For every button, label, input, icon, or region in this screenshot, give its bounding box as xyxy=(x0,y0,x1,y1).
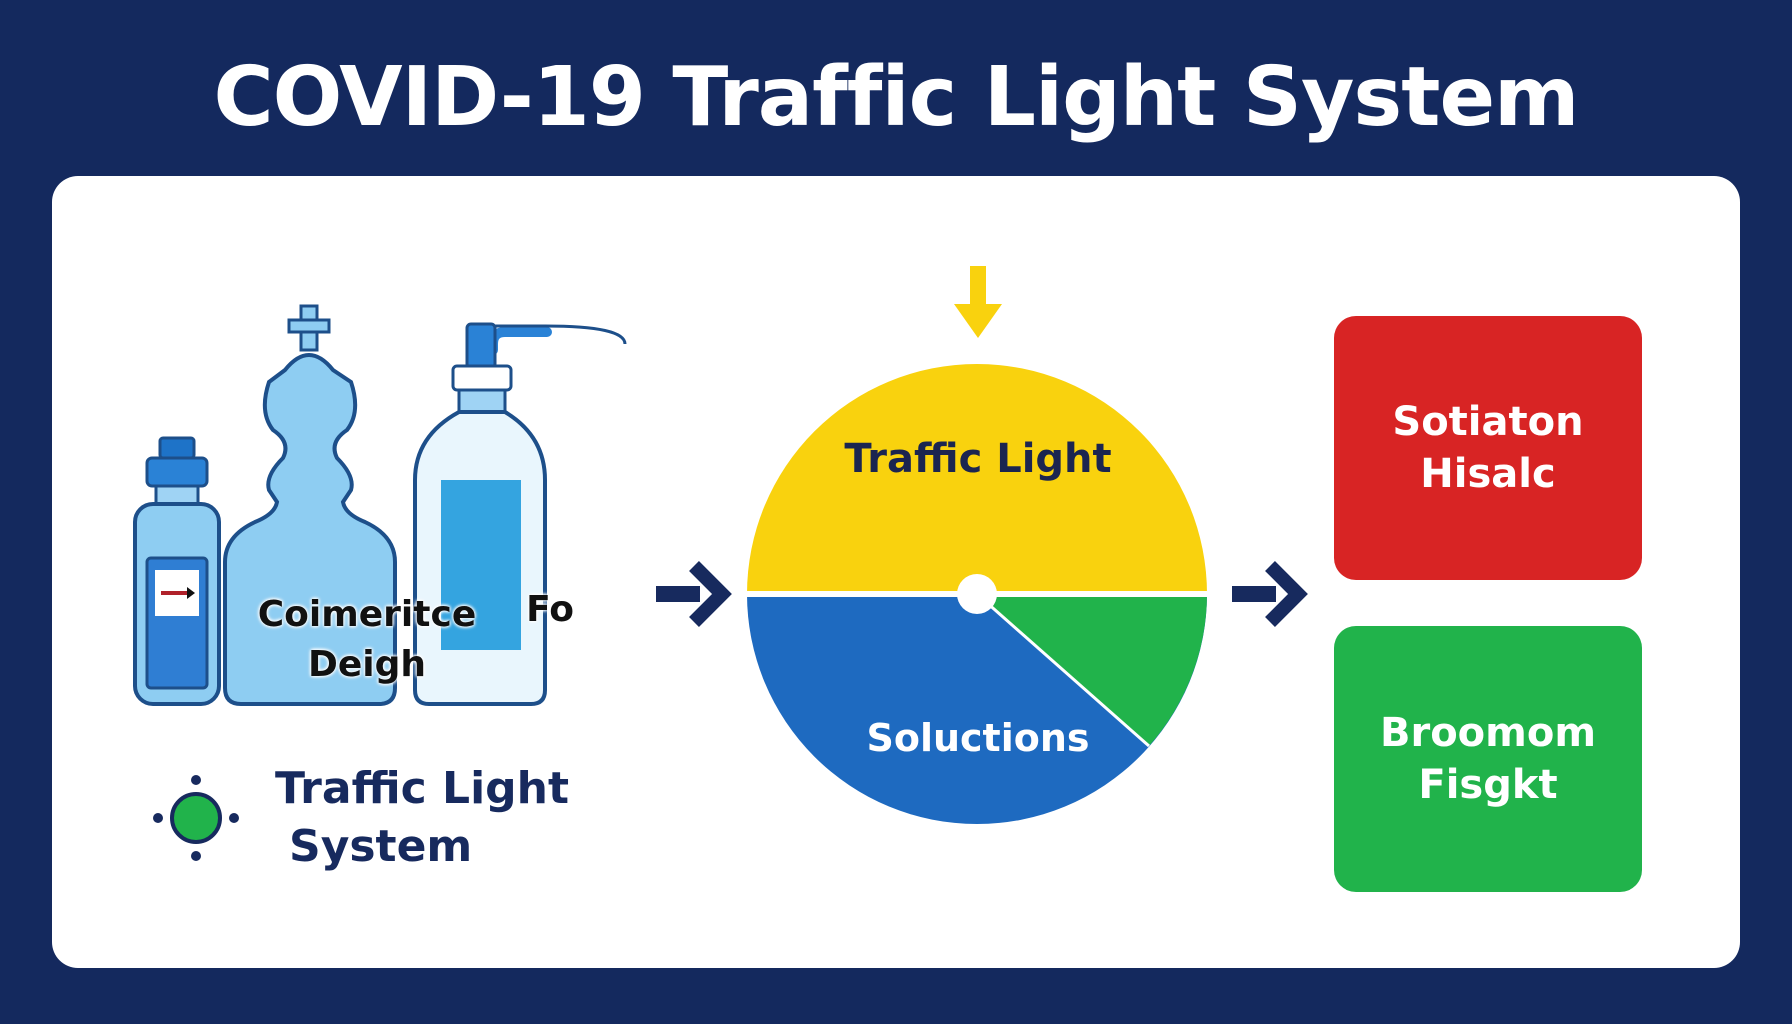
bottles-icon xyxy=(133,304,627,706)
pie-green-wedge xyxy=(977,594,1207,746)
bottle-label-1: Coimeritce Deigh xyxy=(257,590,477,690)
status-card-red-line-1: Sotiaton xyxy=(1392,399,1584,445)
bottle-label-1-line-1: Coimeritce xyxy=(257,594,477,635)
pie-top-segment xyxy=(747,364,1207,594)
green-dot-icon xyxy=(153,775,239,861)
bottles-illustration: Coimeritce Deigh Fo xyxy=(125,290,645,730)
status-card-green: Broomom Fisgkt xyxy=(1334,626,1642,892)
arrow-down-icon xyxy=(954,266,1002,338)
pump-bottle-icon xyxy=(413,322,627,706)
legend-line-1: Traffic Light xyxy=(275,763,570,814)
bottle-label-2: Fo xyxy=(526,589,574,630)
pie-bottom-label: Soluctions xyxy=(866,716,1090,760)
status-card-green-line-1: Broomom xyxy=(1379,710,1596,756)
bottle-label-1-line-2: Deigh xyxy=(307,644,427,685)
status-card-green-line-2: Fisgkt xyxy=(1418,762,1558,808)
dropper-bottle-icon xyxy=(133,436,221,706)
status-card-red: Sotiaton Hisalc xyxy=(1334,316,1642,580)
traffic-light-pie xyxy=(745,364,1207,824)
arrow-right-icon xyxy=(656,561,732,627)
page-title: COVID-19 Traffic Light System xyxy=(213,50,1580,145)
legend: Traffic Light System xyxy=(150,760,610,880)
pie-center-dot xyxy=(957,574,997,614)
arrow-right-icon xyxy=(1232,561,1308,627)
legend-line-2: System xyxy=(289,821,473,872)
legend-text: Traffic Light System xyxy=(275,760,675,876)
pie-top-label: Traffic Light xyxy=(844,436,1112,482)
status-card-red-line-2: Hisalc xyxy=(1420,451,1556,497)
ornate-bottle-icon xyxy=(223,304,397,706)
